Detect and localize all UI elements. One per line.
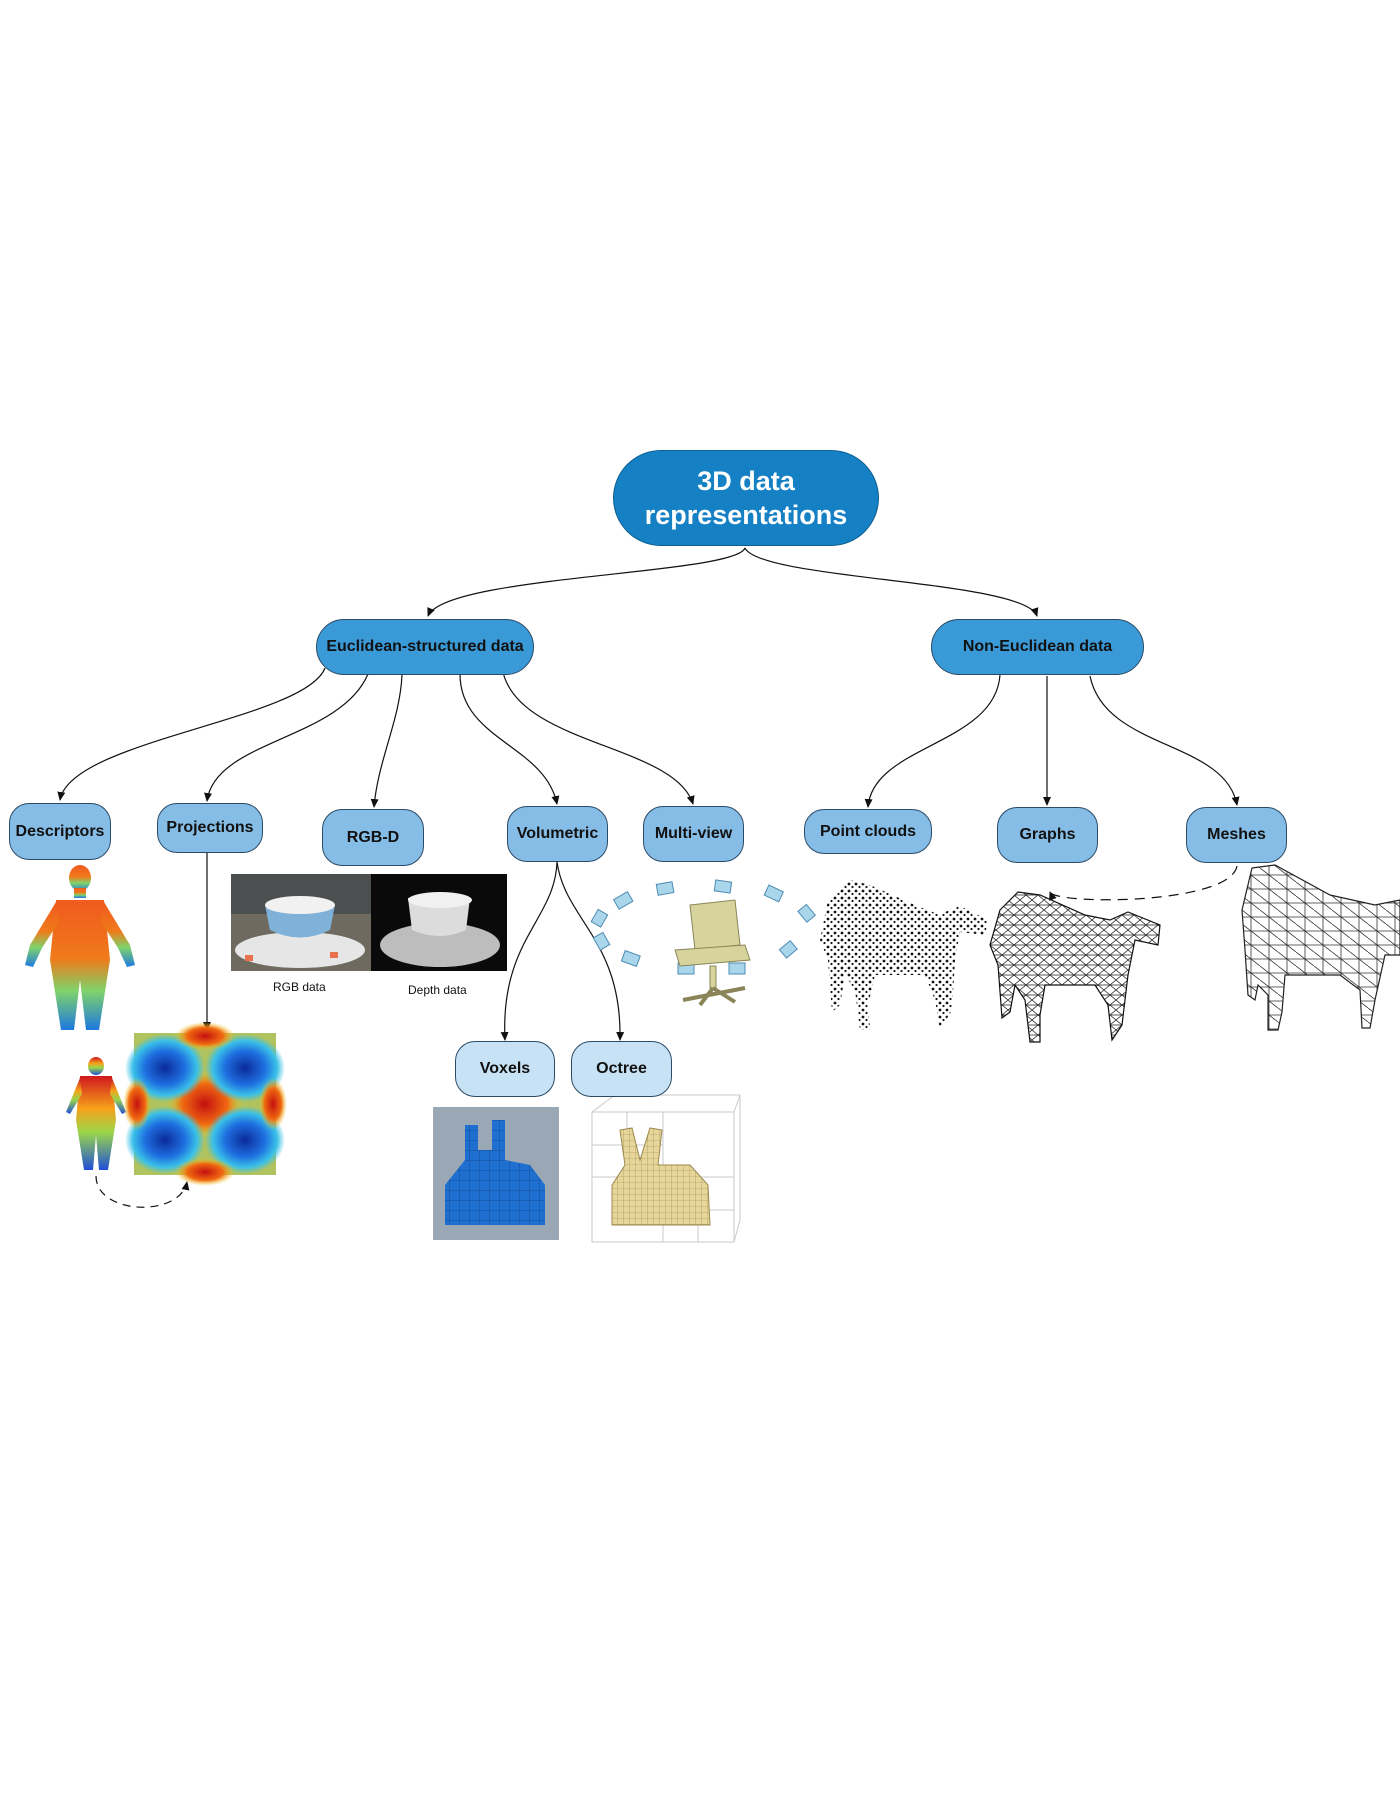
edge-meshes-to-graphs-dashed — [1049, 865, 1238, 901]
edges — [57, 547, 1240, 1208]
node-octree[interactable]: Octree — [571, 1041, 672, 1097]
edge-euclidean-multiview — [502, 671, 695, 805]
node-euclidean-structured-data[interactable]: Euclidean-structured data — [316, 619, 534, 675]
edge-euclidean-descriptors — [57, 667, 326, 801]
edge-noneuclidean-meshes — [1089, 675, 1240, 806]
node-volumetric[interactable]: Volumetric — [507, 806, 608, 862]
descriptor-body-image — [25, 865, 135, 1030]
edge-noneuclidean-pointclouds — [864, 674, 1001, 808]
rgb-data-caption: RGB data — [273, 980, 326, 994]
octree-image — [591, 1094, 741, 1243]
depth-data-caption: Depth data — [408, 983, 467, 997]
edge-euclidean-volumetric — [459, 673, 560, 805]
depth-image — [371, 874, 507, 971]
graph-horse-image — [989, 891, 1161, 1043]
node-meshes[interactable]: Meshes — [1186, 807, 1287, 863]
multiview-image — [590, 879, 817, 1007]
node-voxels[interactable]: Voxels — [455, 1041, 555, 1097]
edge-volumetric-octree — [556, 861, 625, 1041]
edge-euclidean-rgbd — [370, 674, 403, 808]
rgb-image — [231, 874, 371, 971]
edge-euclidean-projections — [204, 673, 369, 802]
mesh-horse-image — [1241, 864, 1400, 1031]
node-3d-data-representations[interactable]: 3D data representations — [613, 450, 879, 546]
node-descriptors[interactable]: Descriptors — [9, 803, 111, 860]
node-point-clouds[interactable]: Point clouds — [804, 809, 932, 854]
voxels-image — [433, 1107, 559, 1240]
edge-volumetric-voxels — [500, 861, 558, 1041]
edge-root-noneuclidean — [744, 547, 1039, 617]
node-rgbd[interactable]: RGB-D — [322, 809, 424, 866]
node-graphs[interactable]: Graphs — [997, 807, 1098, 863]
node-multi-view[interactable]: Multi-view — [643, 806, 744, 862]
edge-body-to-map-dashed — [95, 1175, 190, 1208]
node-projections[interactable]: Projections — [157, 803, 263, 853]
node-non-euclidean-data[interactable]: Non-Euclidean data — [931, 619, 1144, 675]
pointcloud-horse-image — [820, 880, 988, 1030]
projection-body-image — [66, 1057, 126, 1170]
edge-root-euclidean — [427, 547, 746, 617]
projection-map-image — [123, 1022, 287, 1186]
